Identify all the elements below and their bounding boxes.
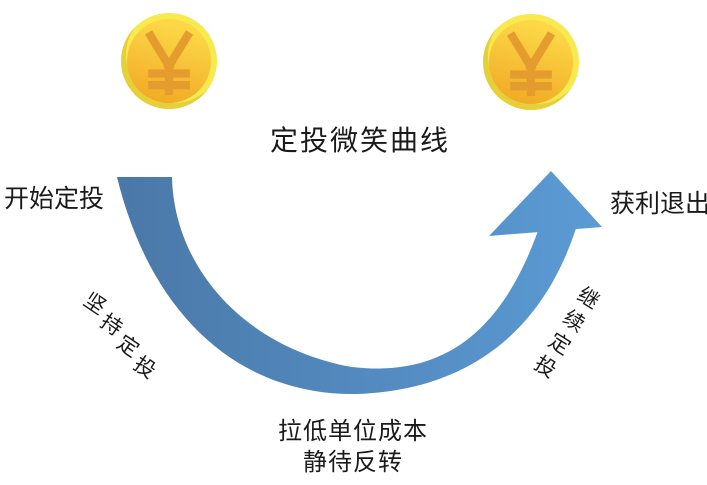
yuan-coin-icon-right: [483, 14, 579, 110]
diagram-title: 定投微笑曲线: [269, 126, 450, 157]
yuan-coin-icon-left: [121, 13, 217, 109]
yuan-symbol-icon: [506, 31, 556, 97]
yuan-symbol-icon: [144, 30, 194, 96]
label-lower-unit-cost: 拉低单位成本 静待反转: [203, 417, 503, 479]
label-start-investing: 开始定投: [4, 186, 105, 213]
arrowhead-icon: [489, 171, 602, 236]
curve-shaft: [117, 177, 578, 395]
label-exit-with-profit: 获利退出: [610, 191, 707, 218]
bottom-label-line1: 拉低单位成本: [278, 419, 428, 445]
bottom-label-line2: 静待反转: [303, 450, 403, 476]
